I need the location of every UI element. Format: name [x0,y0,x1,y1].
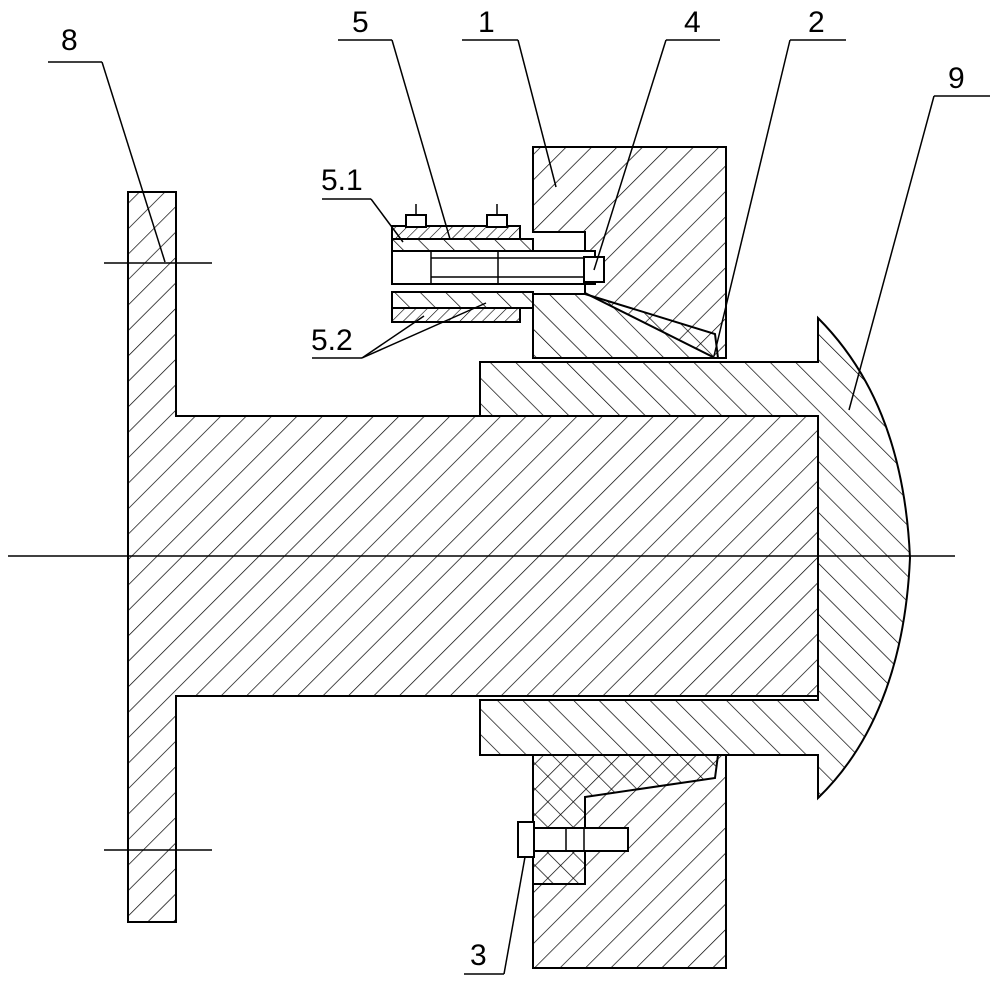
part-5-clamp-outer-bottom [391,307,521,323]
label-3: 3 [470,939,487,972]
label-5: 5 [352,6,369,39]
label-9: 9 [948,62,965,95]
label-5-1: 5.1 [321,164,363,197]
part-5-nut-right [486,214,508,228]
part-5-nut-left [405,214,427,228]
part-5-1-bolt [391,250,596,285]
label-1: 1 [478,6,495,39]
part-5-clamp-body-bottom [391,291,534,309]
label-8: 8 [61,24,78,57]
label-4: 4 [684,6,701,39]
label-2: 2 [808,6,825,39]
leader-5-2-c [361,302,487,359]
part-3-bolt-shank [533,827,629,852]
leader-9-b [848,95,935,411]
leader-4-b [593,39,667,271]
leader-2-b [713,39,791,357]
leader-8-b [101,61,166,263]
leader-5-b [391,39,451,240]
leader-1-b [517,39,557,188]
leader-3-b [503,856,526,975]
label-5-2: 5.2 [311,324,353,357]
part-9-sleeve-top [479,315,912,801]
part-5-clamp-body-top [391,238,534,252]
part-3-bolt-head [517,821,535,858]
leader-5-1-b [370,198,404,243]
leader-5-2-b [361,315,425,359]
